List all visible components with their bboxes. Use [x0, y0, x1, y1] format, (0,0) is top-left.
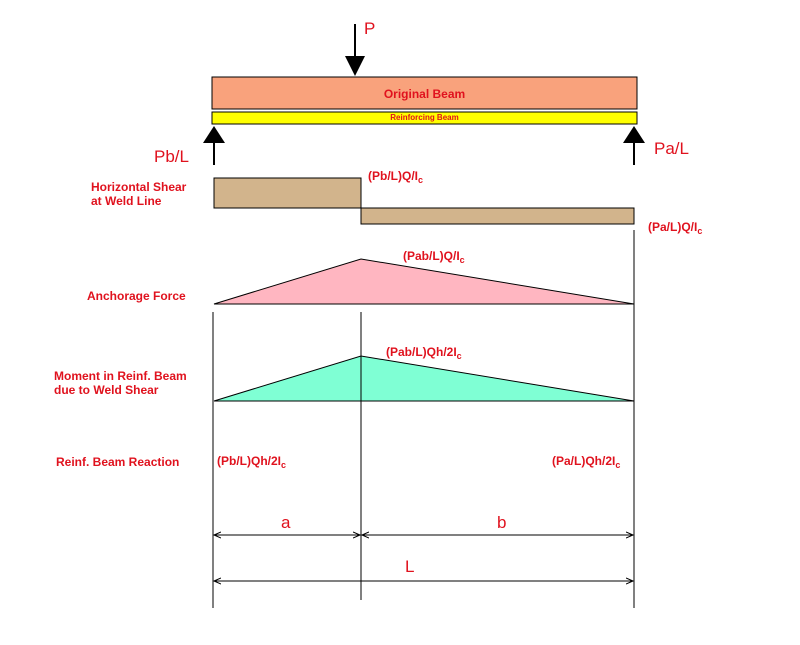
- shear-right-value: (Pa/L)Q/Ic: [648, 220, 703, 237]
- reaction-left-value-sub: c: [281, 460, 287, 470]
- right-reaction-label: Pa/L: [654, 139, 689, 158]
- moment-peak-value: (Pab/L)Qh/2Ic: [386, 345, 462, 362]
- shear-left-value: (Pb/L)Q/Ic: [368, 169, 424, 186]
- shear-left-value-sub: c: [418, 175, 424, 185]
- dimension-l-label: L: [405, 557, 415, 576]
- reaction-right-value-sub: c: [615, 460, 621, 470]
- left-reaction-arrowhead: [203, 126, 225, 143]
- moment-peak-value-main: (Pab/L)Qh/2I: [386, 345, 457, 359]
- original-beam-label: Original Beam: [383, 87, 466, 101]
- anchorage-peak-value: (Pab/L)Q/Ic: [403, 249, 465, 266]
- moment-triangle: [213, 355, 635, 402]
- load-p-arrowhead: [345, 56, 365, 76]
- reinforcing-beam-label: Reinforcing Beam: [390, 113, 459, 122]
- left-reaction-label: Pb/L: [154, 147, 189, 166]
- reaction-right-value-main: (Pa/L)Qh/2I: [552, 454, 616, 468]
- shear-left-value-main: (Pb/L)Q/I: [368, 169, 418, 183]
- reinf-beam-reaction-label: Reinf. Beam Reaction: [56, 455, 180, 469]
- shear-block-left: [213, 177, 362, 209]
- shear-right-value-sub: c: [697, 226, 703, 236]
- reaction-right-value: (Pa/L)Qh/2Ic: [552, 454, 621, 471]
- anchorage-force-label: Anchorage Force: [87, 289, 186, 303]
- dimension-a-label: a: [281, 513, 291, 532]
- anchorage-peak-value-main: (Pab/L)Q/I: [403, 249, 460, 263]
- horizontal-shear-label-line1: Horizontal Shear: [91, 180, 187, 194]
- reaction-left-value-main: (Pb/L)Qh/2I: [217, 454, 281, 468]
- load-p-label: P: [364, 19, 376, 38]
- moment-label-line2: due to Weld Shear: [54, 383, 159, 397]
- moment-peak-value-sub: c: [456, 351, 462, 361]
- anchorage-force-triangle: [213, 258, 635, 305]
- dimension-b-label: b: [497, 513, 507, 532]
- shear-right-value-main: (Pa/L)Q/I: [648, 220, 698, 234]
- reinforcing-beam: [211, 111, 638, 125]
- original-beam: [211, 76, 638, 110]
- reaction-left-value: (Pb/L)Qh/2Ic: [217, 454, 287, 471]
- anchorage-peak-value-sub: c: [459, 255, 465, 265]
- right-reaction-arrowhead: [623, 126, 645, 143]
- horizontal-shear-label-line2: at Weld Line: [91, 194, 162, 208]
- moment-label-line1: Moment in Reinf. Beam: [54, 369, 187, 383]
- shear-block-right: [360, 207, 635, 225]
